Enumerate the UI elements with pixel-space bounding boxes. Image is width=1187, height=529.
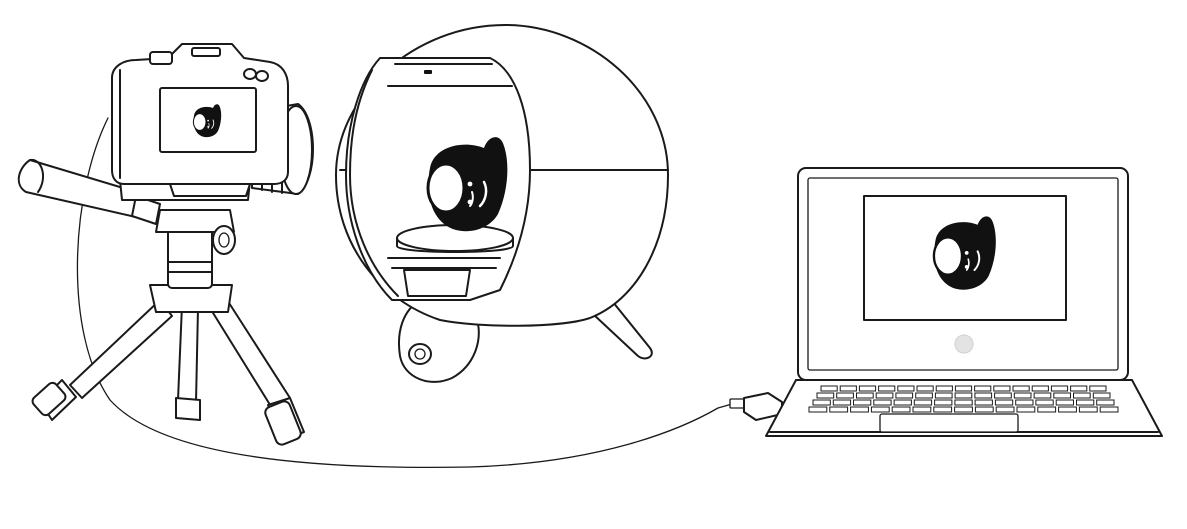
keyboard-key (954, 392, 973, 399)
keyboard-key (832, 399, 852, 406)
keyboard-key (934, 399, 953, 406)
keyboard-key (836, 392, 854, 399)
keyboard-key (1089, 385, 1107, 392)
photo-lightbox (335, 24, 669, 383)
keyboard-key (895, 392, 914, 399)
keyboard-key (954, 399, 973, 406)
keyboard-key (1050, 385, 1069, 392)
keyboard-key (954, 385, 973, 392)
keyboard-key (1015, 399, 1034, 406)
tripod-hub (149, 284, 233, 313)
keyboard-key (974, 399, 993, 406)
keyboard-key (1078, 406, 1098, 413)
webcam-led (954, 334, 974, 354)
keyboard-key (891, 406, 911, 413)
laptop (765, 167, 1163, 437)
keyboard-key (878, 385, 896, 392)
keyboard-key (1076, 399, 1095, 406)
keyboard-key (829, 406, 849, 413)
keyboard-key (816, 392, 835, 399)
keyboard-key (850, 406, 869, 413)
keyboard-key (913, 399, 933, 406)
keyboard-key (915, 392, 933, 399)
keyboard-key (1092, 392, 1111, 399)
keyboard-key (1037, 406, 1057, 413)
keyboard-key (893, 399, 912, 406)
tripod (17, 158, 305, 446)
lightbox-sensor (424, 70, 432, 74)
keyboard-key (1012, 385, 1030, 392)
keyboard-key (820, 385, 838, 392)
keyboard-key (873, 399, 892, 406)
keyboard-key (856, 392, 874, 399)
tripod-column (167, 227, 213, 289)
keyboard-key (1016, 406, 1036, 413)
keyboard-key (1070, 385, 1088, 392)
keyboard-key (933, 406, 953, 413)
keyboard-key (858, 385, 877, 392)
tripod-pan-handle (17, 159, 151, 219)
keyboard-key (974, 392, 993, 399)
keyboard-key (812, 399, 831, 406)
dslr-camera (111, 43, 314, 197)
keyboard-key (853, 399, 872, 406)
keyboard-key (1035, 399, 1054, 406)
keyboard-key (870, 406, 890, 413)
keyboard-key (875, 392, 894, 399)
keyboard-key (1055, 399, 1074, 406)
camera-dial (149, 51, 173, 65)
keyboard-key (994, 399, 1014, 406)
keyboard-key (1073, 392, 1091, 399)
keyboard-key (935, 385, 953, 392)
keyboard-key (1099, 406, 1119, 413)
keyboard-key (839, 385, 857, 392)
tripod-leg-left (69, 299, 173, 399)
keyboard-key (808, 406, 828, 413)
keyboard-key (995, 406, 1015, 413)
keyboard-key (974, 406, 994, 413)
keyboard-key (916, 385, 934, 392)
keyboard-key (912, 406, 932, 413)
keyboard-key (1033, 392, 1052, 399)
keyboard-key (1053, 392, 1072, 399)
usb-plug (729, 398, 745, 409)
keyboard-key (1013, 392, 1032, 399)
keyboard-key (1058, 406, 1077, 413)
keyboard-key (897, 385, 915, 392)
keyboard-key (974, 385, 992, 392)
laptop-trackpad (879, 413, 1019, 433)
tripod-leg-middle (177, 304, 199, 403)
keyboard-key (994, 392, 1012, 399)
keyboard-key (1031, 385, 1049, 392)
keyboard-key (954, 406, 973, 413)
keyboard-key (934, 392, 953, 399)
keyboard-key (993, 385, 1011, 392)
laptop-keyboard (808, 385, 1119, 413)
keyboard-key (1096, 399, 1115, 406)
